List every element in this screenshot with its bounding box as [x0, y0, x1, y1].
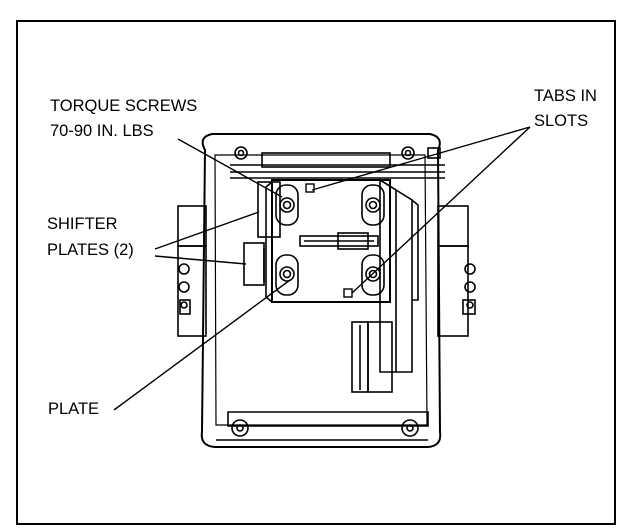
left-lug-lower [177, 245, 207, 337]
bottom-right-screw [401, 419, 419, 437]
callout-plate: PLATE [48, 400, 100, 418]
plate-screw-top-right [361, 184, 385, 226]
top-bracket [261, 152, 391, 168]
tab-upper [305, 183, 315, 193]
leader-torque-screws [177, 138, 283, 198]
leader-plate [113, 279, 291, 411]
left-lug-slot [179, 299, 191, 315]
right-lug-hole-2 [464, 281, 476, 293]
right-lug-hole-1 [464, 263, 476, 275]
right-lug-hole-3 [466, 301, 474, 309]
figure-frame [16, 20, 616, 525]
top-left-screw [234, 146, 248, 160]
right-lug-lower [437, 245, 469, 337]
left-lug-hole-2 [178, 281, 190, 293]
top-right-screw [401, 146, 415, 160]
plate-screw-bottom-left [275, 254, 299, 296]
callout-torque-screws-line2: 70-90 IN. LBS [50, 122, 154, 140]
left-lug-hole-1 [178, 263, 190, 275]
callout-torque-screws-line1: TORQUE SCREWS [50, 97, 198, 115]
left-lug-hole-3 [180, 301, 188, 309]
shifter-plate-upper [257, 181, 281, 238]
leader-shifter-upper [154, 211, 260, 250]
plate-screw-top-left [275, 184, 299, 226]
right-lug-slot [462, 299, 476, 315]
bottom-bracket [227, 411, 429, 427]
callout-tabs-line1: TABS IN [534, 87, 597, 105]
plate-slot [299, 235, 379, 247]
leader-shifter-lower [154, 255, 247, 265]
housing-outline [200, 133, 442, 448]
callout-tabs-line2: SLOTS [534, 112, 589, 130]
callout-shifter-line2: PLATES (2) [47, 241, 134, 259]
callout-shifter-line1: SHIFTER [47, 215, 118, 233]
tab-lower [343, 288, 353, 298]
shifter-plate-lower [243, 242, 265, 286]
plate-screw-bottom-right [361, 254, 385, 296]
right-lug-upper [437, 205, 469, 247]
leader-tabs-upper [311, 126, 531, 191]
lower-rail-right [367, 321, 393, 393]
main-plate [271, 179, 391, 303]
bottom-left-screw [231, 419, 249, 437]
leader-tabs-lower [351, 126, 531, 294]
